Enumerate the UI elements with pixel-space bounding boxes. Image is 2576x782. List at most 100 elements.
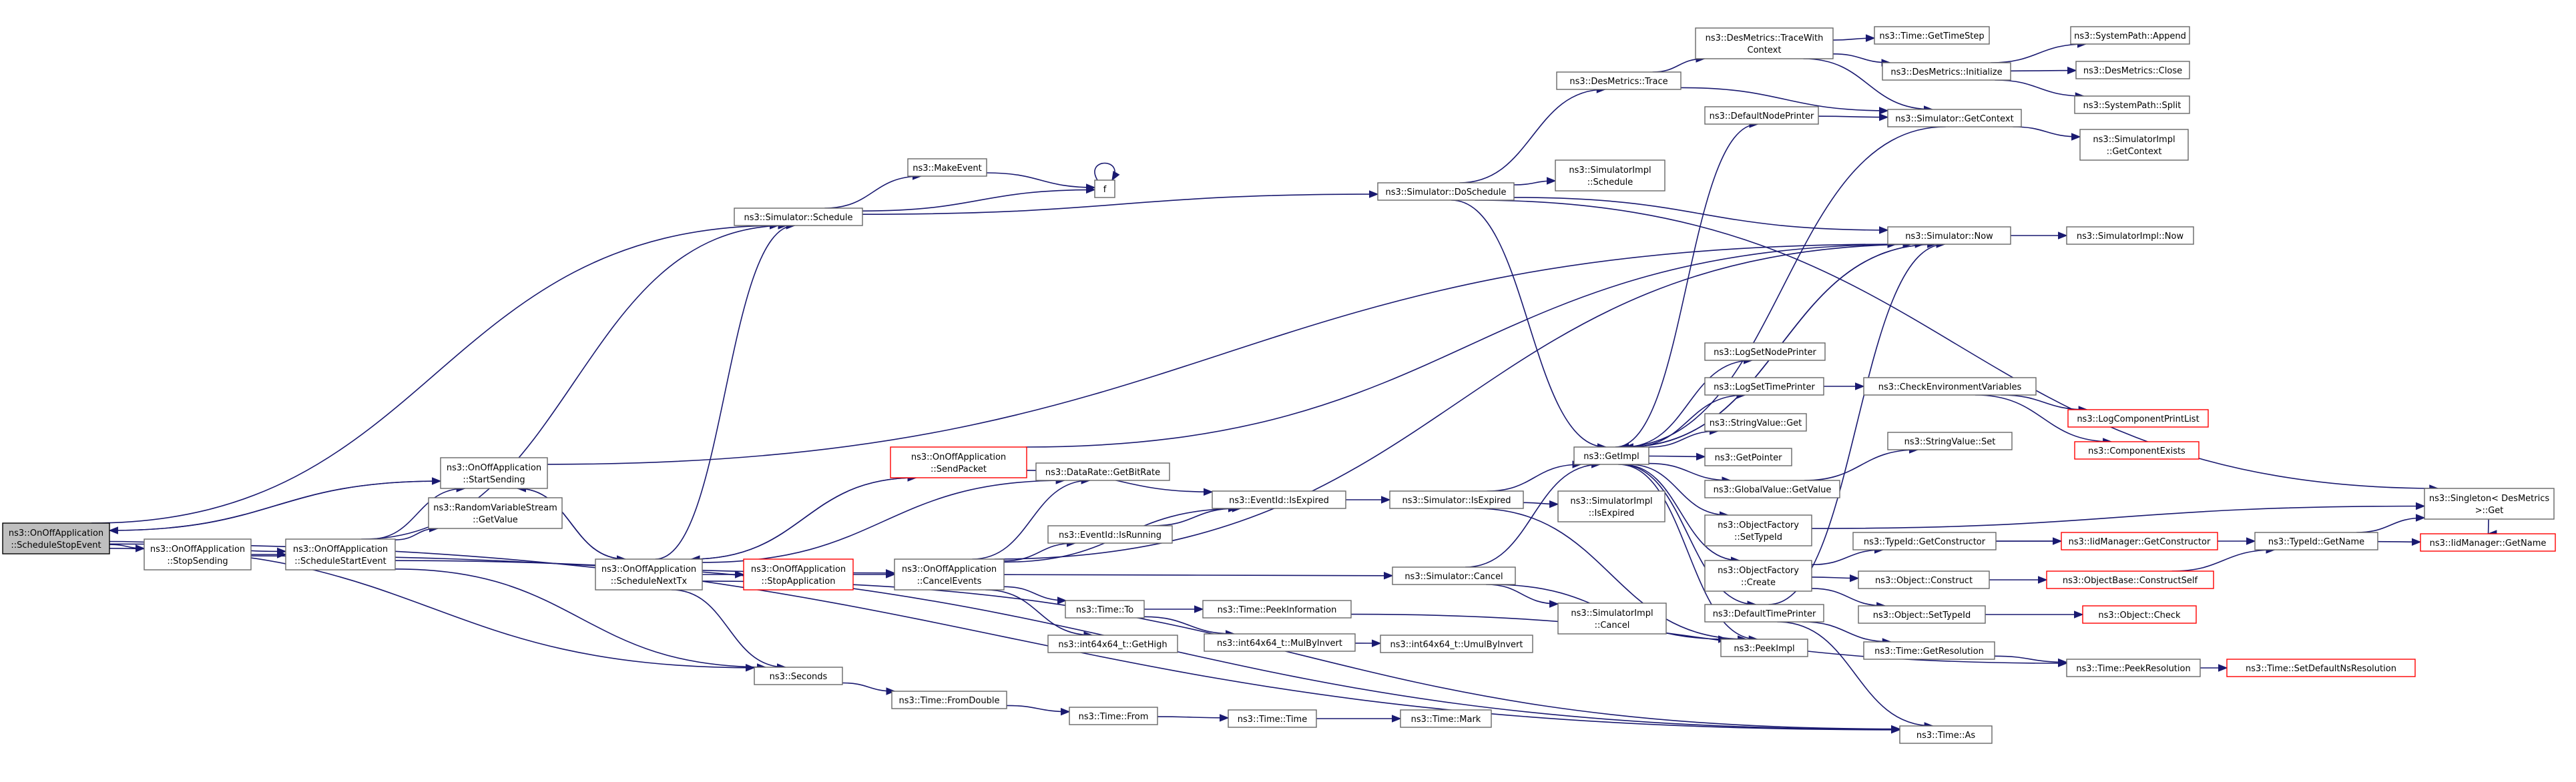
node-label: ns3::DesMetrics::Trace	[1569, 77, 1667, 87]
node-logcomplist[interactable]: ns3::LogComponentPrintList	[2067, 409, 2209, 428]
node-sendpacket[interactable]: ns3::OnOffApplication::SendPacket	[890, 446, 1027, 478]
node-desmtrace[interactable]: ns3::DesMetrics::Trace	[1556, 71, 1682, 90]
node-simimplisexpired[interactable]: ns3::SimulatorImpl::IsExpired	[1557, 490, 1665, 522]
node-label: ::Create	[1741, 578, 1776, 588]
node-objconstruct[interactable]: ns3::Object::Construct	[1858, 570, 1990, 589]
node-getpointer[interactable]: ns3::GetPointer	[1704, 448, 1792, 466]
node-gethigh[interactable]: ns3::int64x64_t::GetHigh	[1047, 635, 1178, 653]
edge-getimpl-to-objfacttypeid	[1628, 464, 1730, 519]
node-box	[1887, 226, 2011, 245]
node-startsending[interactable]: ns3::OnOffApplication::StartSending	[440, 457, 548, 489]
node-label: ns3::StringValue::Get	[1710, 418, 1802, 428]
node-objfacttypeid[interactable]: ns3::ObjectFactory::SetTypeId	[1704, 514, 1812, 546]
edge-root-to-schedule	[91, 222, 780, 524]
node-deftimeprinter[interactable]: ns3::DefaultTimePrinter	[1704, 604, 1824, 623]
node-stringvalueset[interactable]: ns3::StringValue::Set	[1887, 432, 2013, 450]
edge-checkenv-to-compexists	[1975, 394, 2113, 446]
node-stringvalueget[interactable]: ns3::StringValue::Get	[1704, 413, 1807, 432]
node-label: ns3::OnOffApplication	[911, 452, 1006, 462]
node-globalvalue[interactable]: ns3::GlobalValue::GetValue	[1704, 480, 1840, 498]
node-objbaseconstruct[interactable]: ns3::ObjectBase::ConstructSelf	[2046, 570, 2214, 589]
node-eventidisexpired[interactable]: ns3::EventId::IsExpired	[1212, 490, 1346, 509]
node-label: >::Get	[2475, 506, 2504, 516]
node-objsettypeid[interactable]: ns3::Object::SetTypeId	[1858, 605, 1986, 624]
node-typeidgetctor[interactable]: ns3::TypeId::GetConstructor	[1852, 532, 1997, 550]
node-f[interactable]: f	[1094, 179, 1115, 198]
edge-cancelevents-to-gethigh	[985, 589, 1093, 639]
node-box	[440, 457, 548, 489]
node-label: ::SendPacket	[931, 464, 987, 474]
edge-getimpl-to-defnodeprinter	[1615, 120, 1759, 448]
node-label: ns3::OnOffApplication	[751, 564, 846, 574]
edge-cancelevents-to-now	[994, 240, 1925, 560]
node-simimplgetctx[interactable]: ns3::SimulatorImpl::GetContext	[2079, 129, 2189, 161]
node-compexists[interactable]: ns3::ComponentExists	[2074, 441, 2200, 460]
node-schedstart[interactable]: ns3::OnOffApplication::ScheduleStartEven…	[285, 538, 396, 570]
node-setdefnsres[interactable]: ns3::Time::SetDefaultNsResolution	[2226, 659, 2416, 677]
node-logsetnodeprinter[interactable]: ns3::LogSetNodePrinter	[1704, 342, 1826, 361]
node-peekimpl[interactable]: ns3::PeekImpl	[1720, 639, 1808, 657]
node-singleton[interactable]: ns3::Singleton< DesMetrics>::Get	[2424, 488, 2555, 520]
node-label: ns3::ComponentExists	[2088, 446, 2185, 456]
edge-startsending-to-root	[108, 480, 441, 534]
node-desmclose[interactable]: ns3::DesMetrics::Close	[2075, 61, 2190, 79]
edge-cancelevents-to-getbitrate	[972, 476, 1091, 560]
node-iidmgrgetname[interactable]: ns3::IidManager::GetName	[2420, 533, 2556, 552]
node-peekinfo[interactable]: ns3::Time::PeekInformation	[1202, 600, 1352, 619]
node-objfactcreate[interactable]: ns3::ObjectFactory::Create	[1704, 560, 1812, 592]
node-syssplit[interactable]: ns3::SystemPath::Split	[2074, 95, 2190, 114]
node-label: ns3::SimulatorImpl	[1569, 165, 1651, 175]
node-objcheck[interactable]: ns3::Object::Check	[2082, 605, 2197, 624]
edge-getimpl-to-stringvalueget	[1648, 427, 1720, 448]
node-defnodeprinter[interactable]: ns3::DefaultNodePrinter	[1704, 106, 1819, 125]
node-timemark[interactable]: ns3::Time::Mark	[1400, 709, 1492, 728]
node-stopsending[interactable]: ns3::OnOffApplication::StopSending	[144, 538, 252, 570]
node-umulbyinvert[interactable]: ns3::int64x64_t::UmulByInvert	[1380, 635, 1533, 653]
node-typeidgetname[interactable]: ns3::TypeId::GetName	[2254, 532, 2378, 550]
node-logsettimeprinter[interactable]: ns3::LogSetTimePrinter	[1704, 377, 1824, 396]
node-label: ns3::OnOffApplication	[9, 528, 103, 538]
node-sysappend[interactable]: ns3::SystemPath::Append	[2070, 26, 2190, 45]
node-stopapp[interactable]: ns3::OnOffApplication::StopApplication	[743, 558, 854, 591]
node-desminit[interactable]: ns3::DesMetrics::Initialize	[1882, 62, 2011, 81]
node-getcontext[interactable]: ns3::Simulator::GetContext	[1887, 109, 2022, 127]
node-schedule[interactable]: ns3::Simulator::Schedule	[734, 208, 863, 226]
edge-getcontext-to-getimpl	[1619, 126, 1946, 451]
node-schednexttx[interactable]: ns3::OnOffApplication::ScheduleNextTx	[595, 558, 703, 591]
node-seconds[interactable]: ns3::Seconds	[754, 667, 843, 685]
node-timeto[interactable]: ns3::Time::To	[1065, 600, 1145, 619]
node-checkenv[interactable]: ns3::CheckEnvironmentVariables	[1863, 377, 2037, 396]
node-timetime[interactable]: ns3::Time::Time	[1228, 709, 1317, 728]
node-mulbyinvert[interactable]: ns3::int64x64_t::MulByInvert	[1204, 633, 1356, 652]
node-fromdouble[interactable]: ns3::Time::FromDouble	[891, 691, 1007, 709]
node-doschedule[interactable]: ns3::Simulator::DoSchedule	[1377, 182, 1515, 201]
node-peekres[interactable]: ns3::Time::PeekResolution	[2066, 659, 2201, 677]
node-simisexpired[interactable]: ns3::Simulator::IsExpired	[1389, 490, 1524, 509]
node-makeevent[interactable]: ns3::MakeEvent	[907, 158, 987, 177]
node-box	[734, 208, 863, 226]
edge-eventidisrunning-to-eventidisexpired	[1152, 504, 1238, 526]
node-label: ns3::OnOffApplication	[293, 544, 388, 554]
node-rvgetvalue[interactable]: ns3::RandomVariableStream::GetValue	[428, 497, 563, 529]
node-eventidisrunning[interactable]: ns3::EventId::IsRunning	[1047, 525, 1173, 544]
node-box	[1047, 635, 1178, 653]
node-timegetres[interactable]: ns3::Time::GetResolution	[1863, 641, 1995, 660]
node-label: f	[1103, 185, 1107, 195]
node-cancelevents[interactable]: ns3::OnOffApplication::CancelEvents	[894, 558, 1005, 591]
node-timefrom[interactable]: ns3::Time::From	[1069, 707, 1158, 725]
node-gettimestep[interactable]: ns3::Time::GetTimeStep	[1874, 26, 1990, 45]
node-getimpl[interactable]: ns3::GetImpl	[1573, 446, 1649, 465]
node-root[interactable]: ns3::OnOffApplication::ScheduleStopEvent	[2, 522, 110, 554]
node-simimplnow[interactable]: ns3::SimulatorImpl::Now	[2066, 226, 2194, 245]
node-box	[1887, 432, 2013, 450]
node-simimplcancel[interactable]: ns3::SimulatorImpl::Cancel	[1557, 603, 1667, 635]
edge-simcancel-to-getimpl	[1465, 460, 1601, 568]
node-simimplschedule[interactable]: ns3::SimulatorImpl::Schedule	[1555, 159, 1665, 191]
node-getbitrate[interactable]: ns3::DataRate::GetBitRate	[1035, 462, 1170, 481]
node-now[interactable]: ns3::Simulator::Now	[1887, 226, 2011, 245]
node-label: ns3::Time::Mark	[1411, 715, 1481, 725]
node-iidmgrgetctor[interactable]: ns3::IidManager::GetConstructor	[2061, 532, 2218, 550]
node-timeas[interactable]: ns3::Time::As	[1899, 725, 1993, 744]
node-simcancel[interactable]: ns3::Simulator::Cancel	[1392, 566, 1516, 585]
